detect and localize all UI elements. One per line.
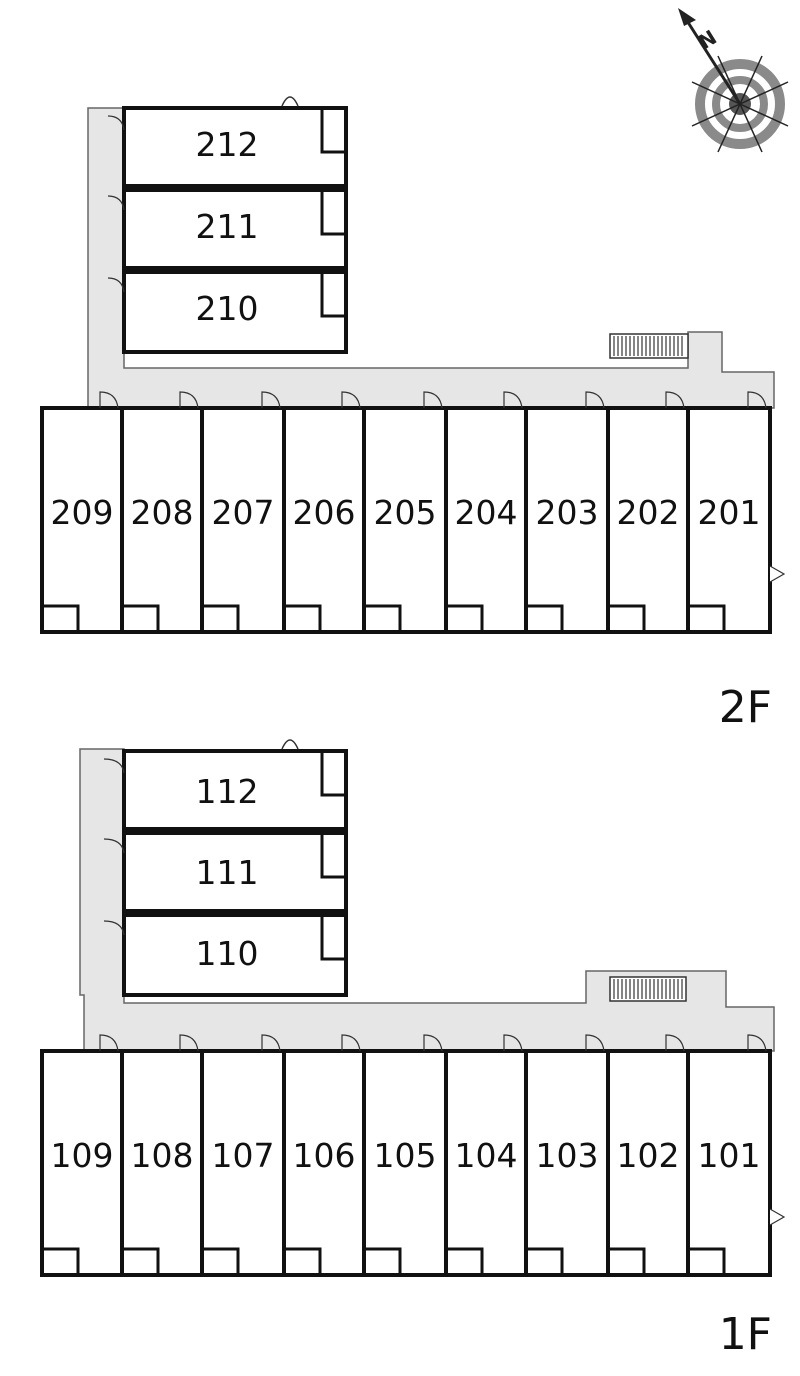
room-number: 110 <box>196 934 259 973</box>
room-number: 112 <box>196 772 259 811</box>
room-number: 206 <box>293 493 356 532</box>
room-number: 105 <box>374 1136 437 1175</box>
door-icon <box>665 1034 685 1052</box>
room-unit[interactable]: 112 <box>122 749 348 831</box>
door-icon <box>103 758 125 774</box>
room-unit[interactable]: 109 <box>40 1034 124 1277</box>
room-unit[interactable]: 210 <box>122 270 348 354</box>
top-room-block: 212 211 210 <box>107 96 348 354</box>
door-icon <box>107 115 125 131</box>
door-icon <box>99 1034 119 1052</box>
door-icon <box>261 391 281 409</box>
room-number: 205 <box>374 493 437 532</box>
room-unit[interactable]: 110 <box>122 913 348 997</box>
floor-2f: 212 211 210 209 <box>40 96 786 733</box>
room-number: 201 <box>698 493 761 532</box>
door-icon <box>107 277 125 293</box>
floor-label: 2F <box>719 682 772 733</box>
room-unit[interactable]: 105 <box>362 1034 448 1277</box>
room-unit[interactable]: 205 <box>362 391 448 634</box>
room-unit[interactable]: 107 <box>200 1034 286 1277</box>
room-number: 103 <box>536 1136 599 1175</box>
door-icon <box>341 1034 361 1052</box>
door-icon <box>423 391 443 409</box>
door-icon <box>747 1034 767 1052</box>
bottom-room-block: 209 208 207 206 <box>40 391 786 634</box>
door-icon <box>99 391 119 409</box>
door-icon <box>103 838 125 854</box>
door-icon <box>585 391 605 409</box>
floor-label: 1F <box>719 1309 772 1360</box>
room-number: 211 <box>196 207 259 246</box>
room-unit[interactable]: 111 <box>122 831 348 913</box>
room-number: 212 <box>196 125 259 164</box>
room-unit[interactable]: 103 <box>524 1034 610 1277</box>
bottom-room-block: 109 108 107 106 <box>40 1034 786 1277</box>
room-unit[interactable]: 207 <box>200 391 286 634</box>
room-unit[interactable]: 104 <box>444 1034 528 1277</box>
room-number: 203 <box>536 493 599 532</box>
room-unit[interactable]: 203 <box>524 391 610 634</box>
room-number: 106 <box>293 1136 356 1175</box>
room-unit[interactable]: 204 <box>444 391 528 634</box>
room-number: 202 <box>617 493 680 532</box>
room-unit[interactable]: 101 <box>686 1034 772 1277</box>
door-icon <box>261 1034 281 1052</box>
room-unit[interactable]: 209 <box>40 391 124 634</box>
corridor <box>79 748 775 1052</box>
door-icon <box>769 565 786 583</box>
door-icon <box>107 195 125 211</box>
stairs-icon <box>609 976 687 1002</box>
room-number: 107 <box>212 1136 275 1175</box>
door-icon <box>747 391 767 409</box>
door-icon <box>281 96 299 107</box>
room-unit[interactable]: 212 <box>122 106 348 188</box>
room-number: 204 <box>455 493 518 532</box>
door-icon <box>179 1034 199 1052</box>
compass: N <box>678 8 789 153</box>
stairs-icon <box>609 333 689 359</box>
room-unit[interactable]: 206 <box>282 391 366 634</box>
compass-north-label: N <box>694 25 721 54</box>
room-unit[interactable]: 208 <box>120 391 204 634</box>
room-number: 208 <box>131 493 194 532</box>
room-number: 207 <box>212 493 275 532</box>
top-room-block: 112 111 110 <box>103 739 348 997</box>
floor-1f: 112 111 110 109 <box>40 739 786 1360</box>
room-number: 210 <box>196 289 259 328</box>
room-number: 111 <box>196 853 259 892</box>
room-unit[interactable]: 108 <box>120 1034 204 1277</box>
room-number: 102 <box>617 1136 680 1175</box>
room-number: 104 <box>455 1136 518 1175</box>
door-icon <box>423 1034 443 1052</box>
door-icon <box>503 391 523 409</box>
room-number: 209 <box>51 493 114 532</box>
door-icon <box>769 1208 786 1226</box>
door-icon <box>503 1034 523 1052</box>
door-icon <box>585 1034 605 1052</box>
room-unit[interactable]: 211 <box>122 188 348 270</box>
door-icon <box>281 739 299 750</box>
room-unit[interactable]: 102 <box>606 1034 690 1277</box>
room-unit[interactable]: 202 <box>606 391 690 634</box>
compass-rose-icon <box>678 8 789 153</box>
door-icon <box>103 920 125 936</box>
room-unit[interactable]: 201 <box>686 391 772 634</box>
room-number: 101 <box>698 1136 761 1175</box>
door-icon <box>341 391 361 409</box>
door-icon <box>665 391 685 409</box>
room-number: 108 <box>131 1136 194 1175</box>
room-unit[interactable]: 106 <box>282 1034 366 1277</box>
door-icon <box>179 391 199 409</box>
room-number: 109 <box>51 1136 114 1175</box>
